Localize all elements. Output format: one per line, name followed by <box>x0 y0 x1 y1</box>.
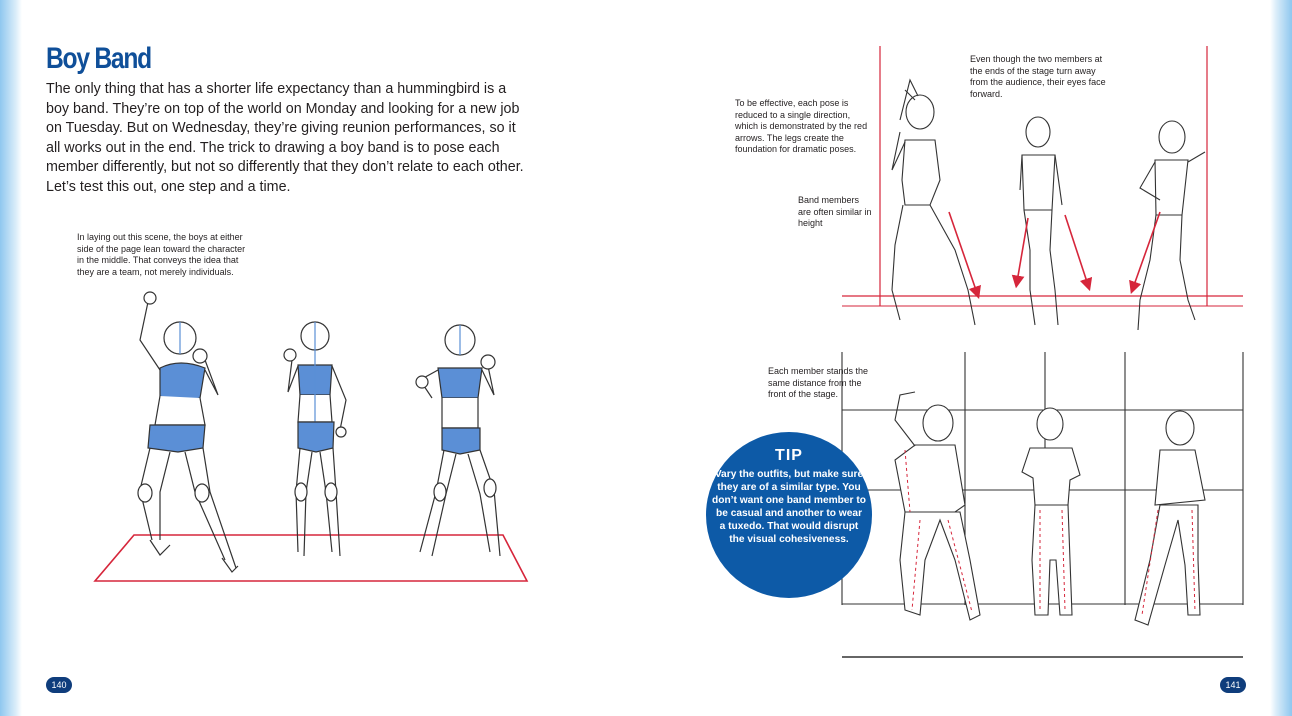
direction-arrow-2 <box>1011 217 1029 289</box>
similar-height-note: Band members are often similar in height <box>798 195 872 229</box>
direction-arrow-4 <box>1129 211 1161 295</box>
tip-title: TIP <box>775 447 803 464</box>
mannequin-figure-left <box>137 291 239 573</box>
stage-distance-note: Each member stands the same distance fro… <box>768 366 869 400</box>
page-edge-right <box>1270 0 1292 716</box>
clothed-band-group <box>841 352 1244 658</box>
direction-arrow-1 <box>948 211 981 300</box>
page-number-right: 141 <box>1220 677 1246 693</box>
stage-outline <box>93 534 529 582</box>
intro-paragraph: The only thing that has a shorter life e… <box>46 81 524 195</box>
mannequin-group <box>93 291 529 582</box>
mannequin-figure-middle <box>283 321 347 557</box>
pose-direction-note: To be effective, each pose is reduced to… <box>735 98 868 155</box>
page-number-left: 140 <box>46 677 72 693</box>
direction-arrow-3 <box>1064 214 1093 292</box>
tip-badge: TIP Vary the outfits, but make sure they… <box>706 432 872 598</box>
page-edge-left <box>0 0 22 716</box>
page-title: Boy Band <box>46 42 152 75</box>
guideline-sketch-group <box>842 46 1243 331</box>
layout-note: In laying out this scene, the boys at ei… <box>77 232 246 277</box>
tip-body: Vary the outfits, but make sure they are… <box>712 469 866 546</box>
mannequin-figure-right <box>415 324 501 557</box>
eyes-forward-note: Even though the two members at the ends … <box>970 54 1106 99</box>
